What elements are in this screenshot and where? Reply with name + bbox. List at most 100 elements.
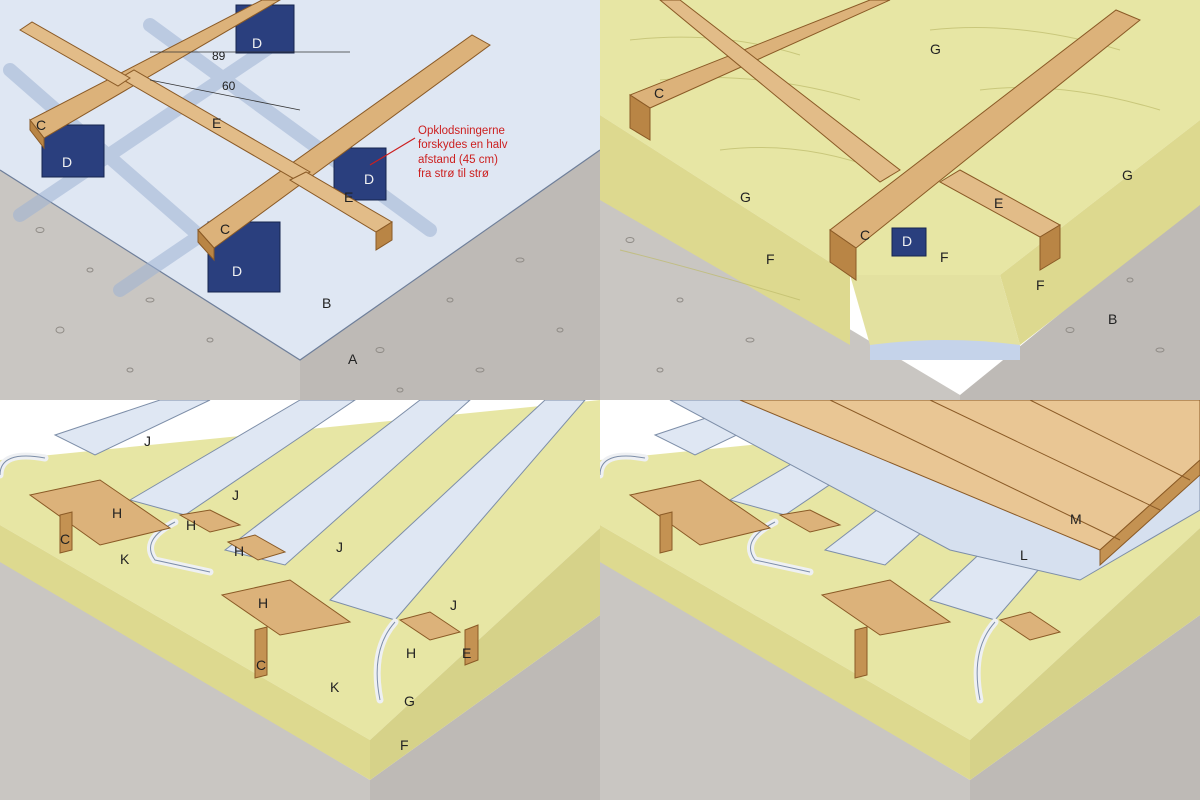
board-h3: [226, 534, 287, 561]
dimension-lines: [149, 51, 350, 111]
label-c: C: [256, 657, 267, 673]
insulation-cut-face: [850, 275, 1020, 345]
label-j: J: [336, 539, 343, 555]
label-h: H: [258, 595, 269, 611]
panel-3-drawing: [0, 400, 600, 800]
membrane-edge: [0, 149, 600, 361]
joist-e-short-end: [375, 221, 393, 251]
label-k: K: [330, 679, 340, 695]
joists: [19, 0, 491, 262]
insulation-side-right: [1000, 120, 1200, 345]
panel-4-drawing: [600, 400, 1200, 800]
annotation-leader: [369, 137, 416, 166]
label-d: D: [62, 154, 73, 170]
label-h: H: [406, 645, 417, 661]
joist-e-top-left: [19, 21, 131, 87]
panel-floorboards-laid: M L: [600, 400, 1200, 800]
insulation-side-right: [370, 528, 600, 780]
label-j: J: [450, 597, 457, 613]
heat-pipe-outlines: [600, 455, 996, 701]
label-h: H: [186, 517, 197, 533]
label-e: E: [344, 189, 354, 205]
concrete-slab-front: [300, 150, 600, 400]
panel-1-drawing: [0, 0, 600, 400]
label-b: B: [322, 295, 332, 311]
floorboards: [739, 400, 1200, 567]
label-g: G: [1122, 167, 1133, 183]
label-b: B: [1108, 311, 1118, 327]
label-j: J: [232, 487, 239, 503]
floorboard-1-edge: [1099, 459, 1200, 567]
label-c: C: [860, 227, 871, 243]
label-j: J: [144, 433, 151, 449]
concrete-slab-front: [970, 615, 1200, 800]
label-c: C: [220, 221, 231, 237]
block-d4: [333, 147, 387, 201]
label-d: D: [902, 233, 913, 249]
label-e: E: [212, 115, 222, 131]
joist-top-left-cross: [659, 0, 901, 183]
label-g: G: [404, 693, 415, 709]
joist-c-bottom-side: [197, 228, 215, 262]
label-f: F: [1036, 277, 1045, 293]
label-e: E: [994, 195, 1004, 211]
label-d: D: [252, 35, 263, 51]
concrete-texture: [35, 227, 564, 393]
concrete-texture: [625, 237, 1165, 373]
board-h5: [398, 611, 462, 641]
label-c: C: [654, 85, 665, 101]
label-f: F: [766, 251, 775, 267]
spacer-e: [464, 624, 479, 666]
spacer-c2: [254, 626, 268, 679]
joist-c-upper-side: [629, 94, 651, 141]
note-line: forskydes en halv: [418, 139, 508, 152]
dimension-89: 89: [212, 49, 226, 63]
panel-joists-on-blocks: C C D D D D E E B A 89 60 Opklodsningern…: [0, 0, 600, 400]
spacing-note: Opklodsningerne forskydes en halv afstan…: [418, 124, 528, 182]
block-d: [891, 227, 927, 257]
label-m: M: [1070, 511, 1082, 527]
label-e: E: [462, 645, 472, 661]
heat-pipe-outlines: [0, 455, 396, 701]
label-a: A: [348, 351, 358, 367]
label-f: F: [940, 249, 949, 265]
dimension-60: 60: [222, 79, 236, 93]
note-line: Opklodsningerne: [418, 125, 505, 137]
insulation-side-left: [600, 115, 850, 345]
joist-e-center: [118, 69, 312, 181]
label-g: G: [740, 189, 751, 205]
insulation-top: [0, 400, 600, 740]
board-h1: [28, 479, 172, 546]
concrete-slab-side: [0, 170, 300, 400]
floorboard-1: [739, 400, 1200, 551]
board-h4: [220, 579, 352, 636]
foil-visible-below: [870, 340, 1020, 360]
insulation-side-left: [0, 525, 370, 780]
label-c: C: [60, 531, 71, 547]
insulation-side-right: [970, 528, 1200, 780]
concrete-slab-front: [370, 615, 600, 800]
label-h: H: [234, 543, 245, 559]
label-c: C: [36, 117, 47, 133]
label-f: F: [400, 737, 409, 753]
insulation-side-left: [600, 525, 970, 780]
spacer-c1: [59, 511, 73, 554]
concrete-slab-side: [0, 560, 370, 800]
panel-2-drawing: [600, 0, 1200, 400]
joist-e-side: [1039, 224, 1061, 271]
label-d: D: [232, 263, 243, 279]
note-line: afstand (45 cm): [418, 153, 498, 166]
label-k: K: [120, 551, 130, 567]
boards: [628, 479, 1062, 679]
aluminium-plates: [53, 400, 586, 621]
label-l: L: [1020, 547, 1028, 563]
joist-c-top-side: [29, 118, 45, 150]
board-h2: [178, 509, 242, 533]
joists: [628, 0, 1141, 281]
panel-heat-pipes-and-boards: J J J J H H H H H C C K K E G F: [0, 400, 600, 800]
boards: [28, 479, 479, 679]
concrete-slab-side: [600, 560, 970, 800]
label-d: D: [364, 171, 375, 187]
note-line: fra strø til strø: [418, 168, 489, 181]
panel-insulation-between-joists: C C D E G G G F F F B: [600, 0, 1200, 400]
